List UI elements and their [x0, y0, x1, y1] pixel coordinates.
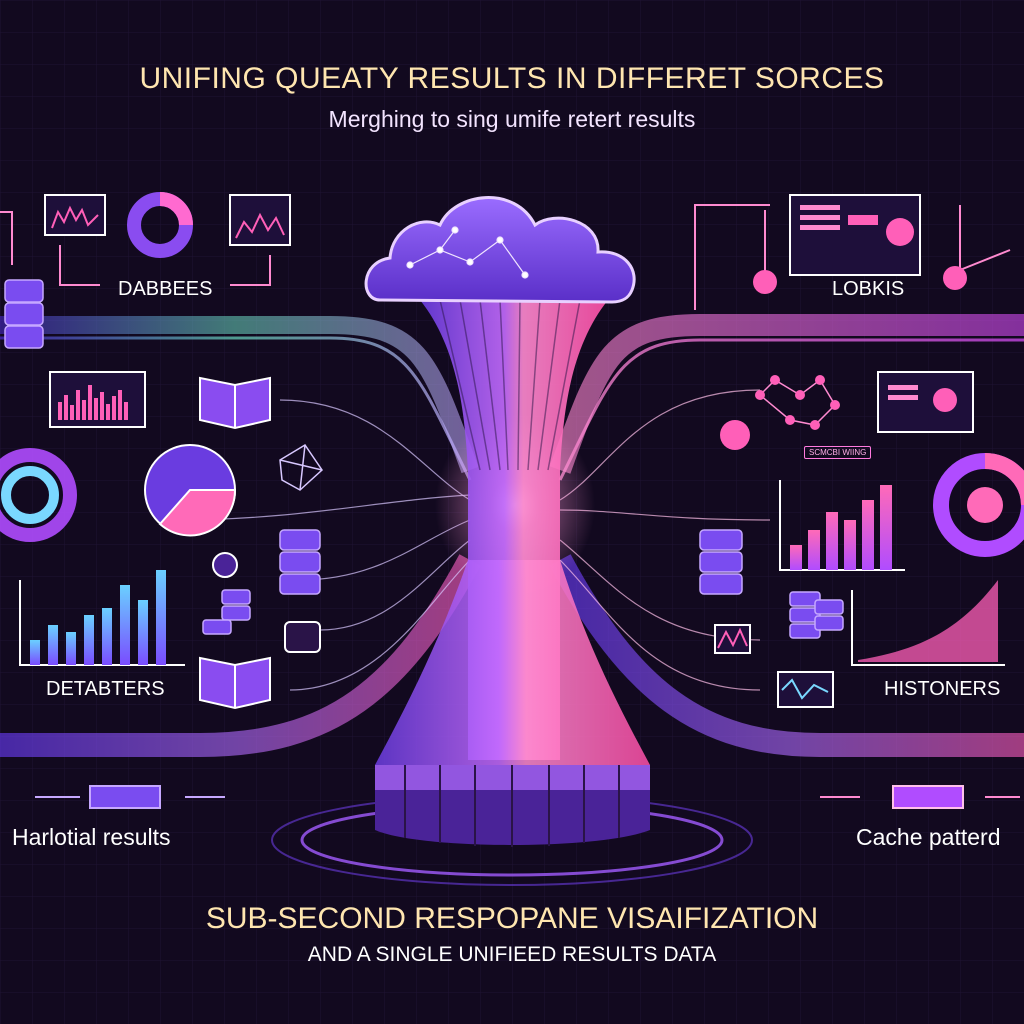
label-top-right: LOBKIS: [832, 278, 905, 300]
donut-chart-icon-top: [127, 192, 193, 258]
label-mid-right: HISTONERS: [884, 678, 1001, 700]
monitor-icon-top-center: [229, 194, 291, 246]
diagram-subtitle: Merghing to sing umife retert results: [328, 106, 696, 132]
small-tag-label: SCMCBI WIING: [804, 446, 872, 459]
book-icon-upper: [199, 376, 271, 430]
area-chart-icon-right: [851, 580, 1005, 666]
small-node-icons-left: [212, 552, 321, 653]
diagram-title: UNIFING QUEATY RESULTS IN DIFFERET SORCE…: [139, 62, 885, 95]
connector-lines-top-left: [0, 211, 271, 286]
label-bottom-left: Harlotial results: [12, 824, 171, 850]
monitor-icon-small-right: [714, 624, 834, 708]
bar-chart-icon-left: [19, 570, 185, 666]
pie-chart-icon: [144, 444, 237, 537]
donut-chart-icon-right: [933, 453, 1024, 557]
label-bottom-right: Cache patterd: [856, 824, 1001, 850]
database-icon-mid: [202, 529, 321, 635]
node-icons-top-right: [753, 266, 967, 294]
bar-chart-icon-right: [779, 480, 905, 571]
monitor-icon-mid-left: [49, 371, 146, 428]
database-icon-right: [699, 529, 844, 639]
footer-line-2: AND A SINGLE UNIFIEED RESULTS DATA: [307, 943, 717, 966]
database-icon-left: [4, 279, 44, 349]
label-mid-left: DETABTERS: [46, 678, 165, 700]
central-pillar: [271, 299, 753, 886]
label-top-left: DABBEES: [118, 278, 213, 300]
network-icon-right: [720, 375, 840, 450]
network-icon-left: [279, 443, 323, 491]
cloud-icon: [364, 196, 636, 304]
footer-line-1: SUB-SECOND RESPOPANE VISAIFIZATION: [205, 902, 819, 935]
bottom-right-bar: [820, 785, 1020, 809]
monitor-icon-top-right: [789, 194, 921, 276]
book-icon-lower: [199, 656, 271, 710]
monitor-icon-mid-right: [877, 371, 974, 433]
monitor-icon-top-left: [44, 194, 106, 236]
donut-chart-icon-left: [0, 448, 77, 542]
bottom-left-bar: [35, 785, 225, 809]
